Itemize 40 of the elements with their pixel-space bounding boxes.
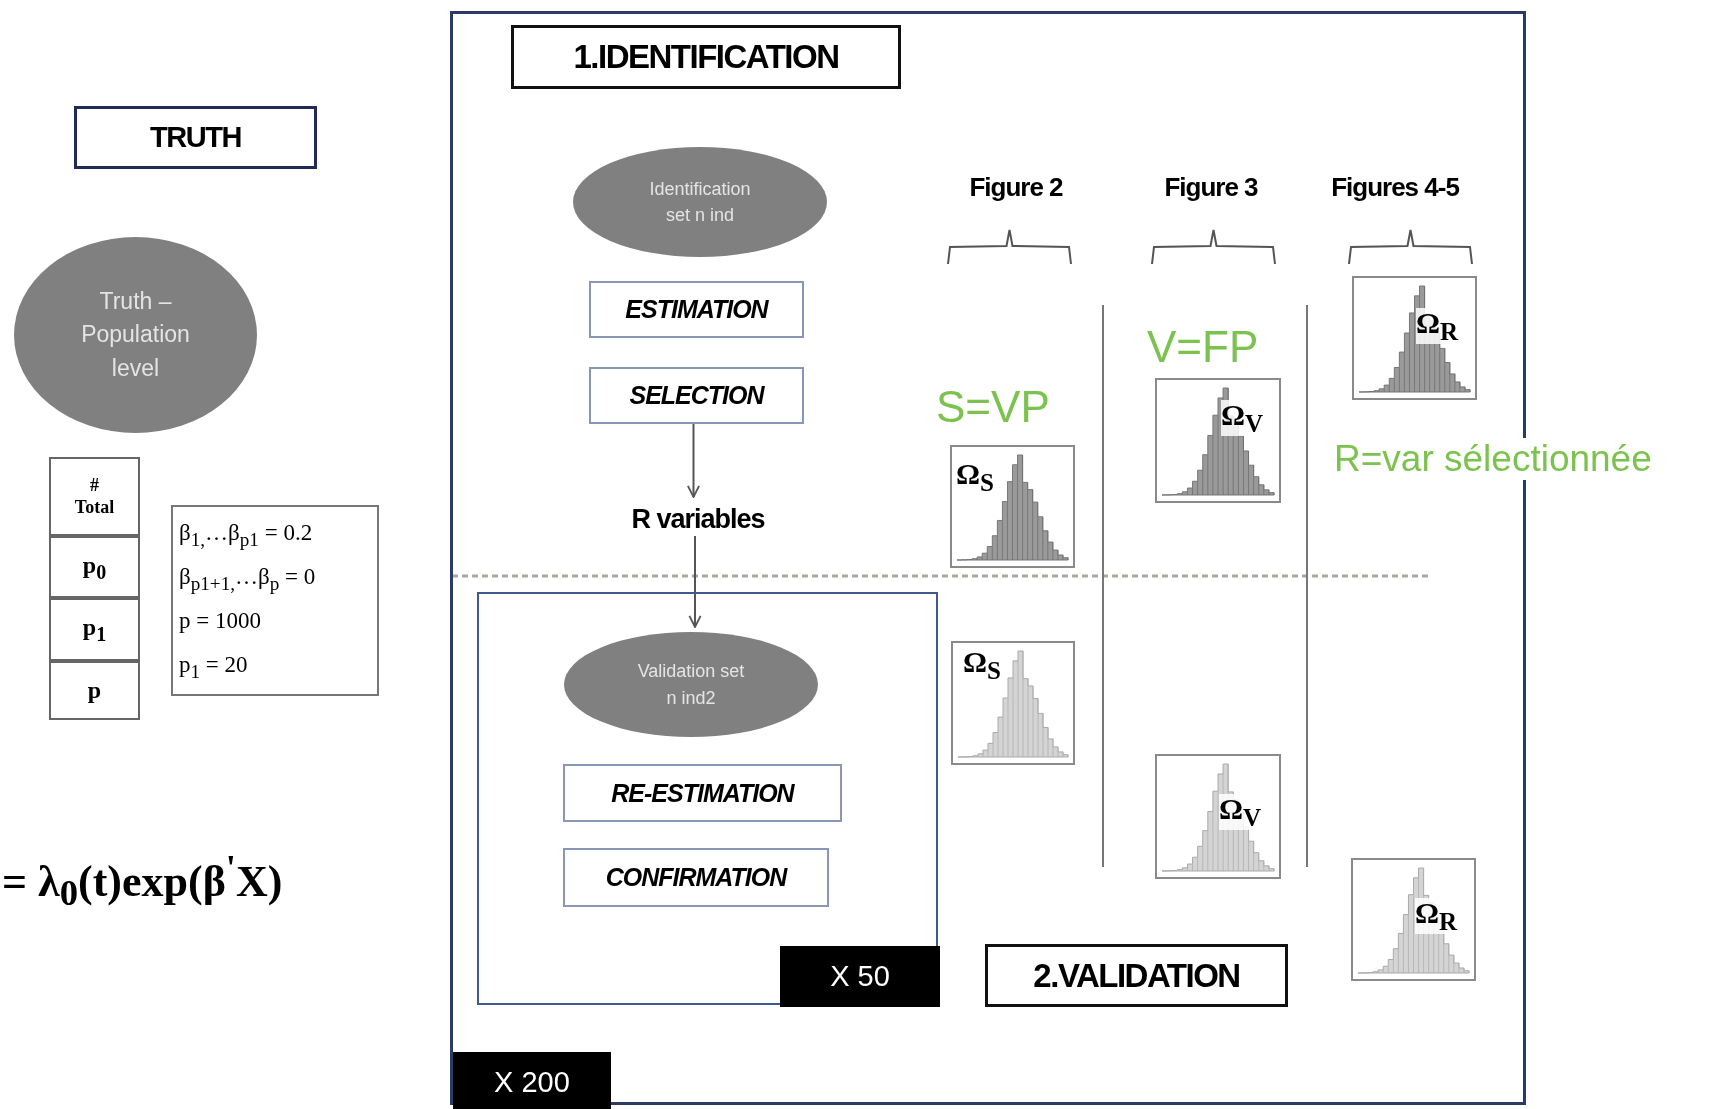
parameter-line: β$_{p1+1,}$…β$_{p}$ = 0 [179, 563, 317, 596]
histogram-panel [950, 445, 1075, 568]
annotation-text: S=VP [936, 382, 1050, 432]
figure-label: Figure 3 [1164, 172, 1258, 203]
frame-box [477, 592, 938, 1005]
repetition-badge: X 200 [453, 1052, 611, 1109]
parameter-box [171, 505, 379, 696]
annotation-text: V=FP [1147, 322, 1259, 372]
histogram-panel [1155, 754, 1281, 879]
process-box: ESTIMATION [589, 281, 804, 338]
parameter-line: β$_{1,}$…β$_{p1}$ = 0.2 [179, 519, 314, 552]
parameter-line: p$_{1}$ = 20 [179, 651, 249, 684]
histogram-panel [1352, 276, 1477, 400]
omega-label: Ω$_{R}$ [1415, 898, 1458, 934]
omega-label: Ω$_{R}$ [1416, 308, 1459, 344]
process-box: RE-ESTIMATION [563, 764, 842, 822]
omega-label: Ω$_{V}$ [1221, 400, 1264, 436]
process-box: SELECTION [589, 367, 804, 424]
histogram-panel [1155, 378, 1281, 503]
parameter-line: p = 1000 [179, 607, 262, 635]
data-set-ellipse: Truth – Population level [13, 236, 258, 434]
figure-label: Figures 4-5 [1331, 172, 1459, 203]
table-cell: p [49, 661, 140, 720]
data-set-ellipse: Validation set n ind2 [563, 631, 819, 738]
repetition-badge: X 50 [780, 946, 940, 1007]
table-cell: p$_{1}$ [49, 598, 140, 661]
result-text: R variables [608, 499, 788, 539]
histogram-panel [1351, 858, 1476, 981]
formula-text: = λ$_{0}$(t)exp(β$^{'}$X) [2, 846, 283, 915]
arrow [688, 535, 702, 628]
histogram-panel [951, 641, 1075, 765]
table-cell: # Total [49, 457, 140, 536]
section-title-box: 1.IDENTIFICATION [511, 25, 901, 89]
data-set-ellipse: Identification set n ind [572, 146, 828, 258]
figure-label: Figure 2 [969, 172, 1063, 203]
title-box: TRUTH [74, 106, 317, 169]
omega-label: Ω$_{V}$ [1219, 794, 1262, 830]
table-cell: p$_{0}$ [49, 536, 140, 598]
process-box: CONFIRMATION [563, 848, 829, 907]
section-title-box: 2.VALIDATION [985, 944, 1288, 1007]
